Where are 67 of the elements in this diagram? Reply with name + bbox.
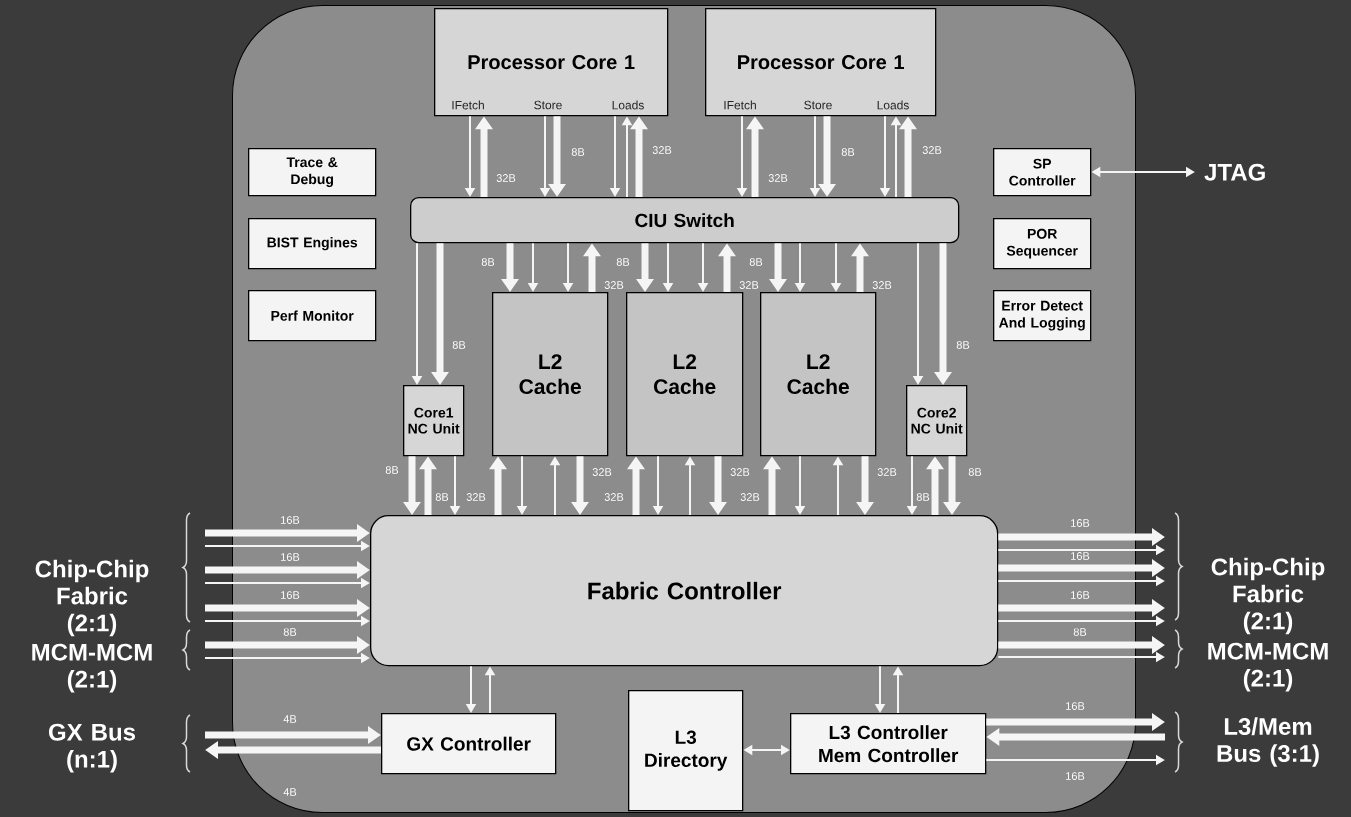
bus-label: MCM-MCM (2:1) (1208, 642, 1328, 692)
edge-label: 8B (480, 257, 496, 267)
port-label: Loads (612, 100, 644, 110)
edge-label: 32B (729, 467, 751, 477)
edge-label: 32B (739, 492, 761, 502)
cache-box: L2 Cache (492, 292, 609, 457)
edge-label: 8B (955, 340, 971, 350)
controller-box: L3 Directory (628, 690, 744, 812)
edge-label: 16B (1069, 518, 1091, 528)
bus-label: GX Bus (n:1) (49, 723, 135, 773)
function-box: Trace & Debug (248, 148, 377, 197)
port-label: IFetch (452, 100, 484, 110)
cache-box: L2 Cache (626, 292, 744, 457)
edge-label: 32B (603, 280, 625, 290)
edge-label: 8B (451, 340, 467, 350)
processor-core-box: Processor Core 1 IFetch Store Loads (434, 8, 669, 117)
function-box: SP Controller (993, 148, 1092, 197)
unit-box: Core1 NC Unit (403, 385, 465, 457)
function-box: POR Sequencer (993, 218, 1092, 270)
edge-label: 8B (840, 147, 856, 157)
bus-label: L3/Mem Bus (3:1) (1217, 717, 1319, 767)
edge-label: 8B (282, 627, 298, 637)
edge-label: 32B (871, 280, 893, 290)
edge-label: 32B (603, 492, 625, 502)
port-label: Store (804, 100, 832, 110)
function-box: BIST Engines (248, 218, 377, 270)
edge-label: 32B (495, 173, 517, 183)
edge-label: 8B (967, 467, 983, 477)
unit-box: Core2 NC Unit (906, 385, 968, 457)
bus-label: MCM-MCM (2:1) (32, 643, 152, 693)
port-label: Loads (877, 100, 909, 110)
edge-label: 8B (384, 465, 400, 475)
edge-label: 8B (615, 257, 631, 267)
edge-label: 8B (1072, 627, 1088, 637)
edge-label: 32B (738, 280, 760, 290)
edge-label: 16B (279, 515, 301, 525)
bus-label: Chip-Chip Fabric (2:1) (1211, 557, 1325, 635)
edge-label: 8B (748, 257, 764, 267)
port-label: Store (534, 100, 562, 110)
edge-label: 16B (1069, 590, 1091, 600)
edge-label: 8B (434, 492, 450, 502)
edge-label: 16B (1064, 771, 1086, 781)
function-box: Perf Monitor (248, 290, 377, 342)
bus-label: Chip-Chip Fabric (2:1) (35, 559, 149, 637)
controller-box: L3 Controller Mem Controller (790, 713, 987, 775)
edge-label: 32B (876, 467, 898, 477)
edge-label: 32B (465, 492, 487, 502)
edge-label: 16B (279, 590, 301, 600)
edge-label: 16B (1064, 701, 1086, 711)
cache-box: L2 Cache (760, 292, 877, 457)
switch-bar: CIU Switch (410, 197, 960, 244)
edge-label: 32B (767, 173, 789, 183)
edge-label: 4B (282, 787, 298, 797)
edge-label: 8B (915, 492, 931, 502)
edge-label: 32B (591, 467, 613, 477)
edge-label: 32B (651, 145, 673, 155)
edge-label: 16B (1069, 551, 1091, 561)
edge-label: 4B (282, 714, 298, 724)
edge-label: 32B (921, 145, 943, 155)
controller-box: GX Controller (381, 713, 557, 775)
edge-label: 8B (570, 147, 586, 157)
function-box: Error Detect And Logging (993, 290, 1092, 342)
edge-label: 16B (279, 552, 301, 562)
controller-box: Fabric Controller (370, 515, 999, 667)
port-label: IFetch (724, 100, 756, 110)
interface-label: JTAG (1204, 163, 1265, 181)
processor-core-box: Processor Core 1 IFetch Store Loads (705, 8, 937, 117)
